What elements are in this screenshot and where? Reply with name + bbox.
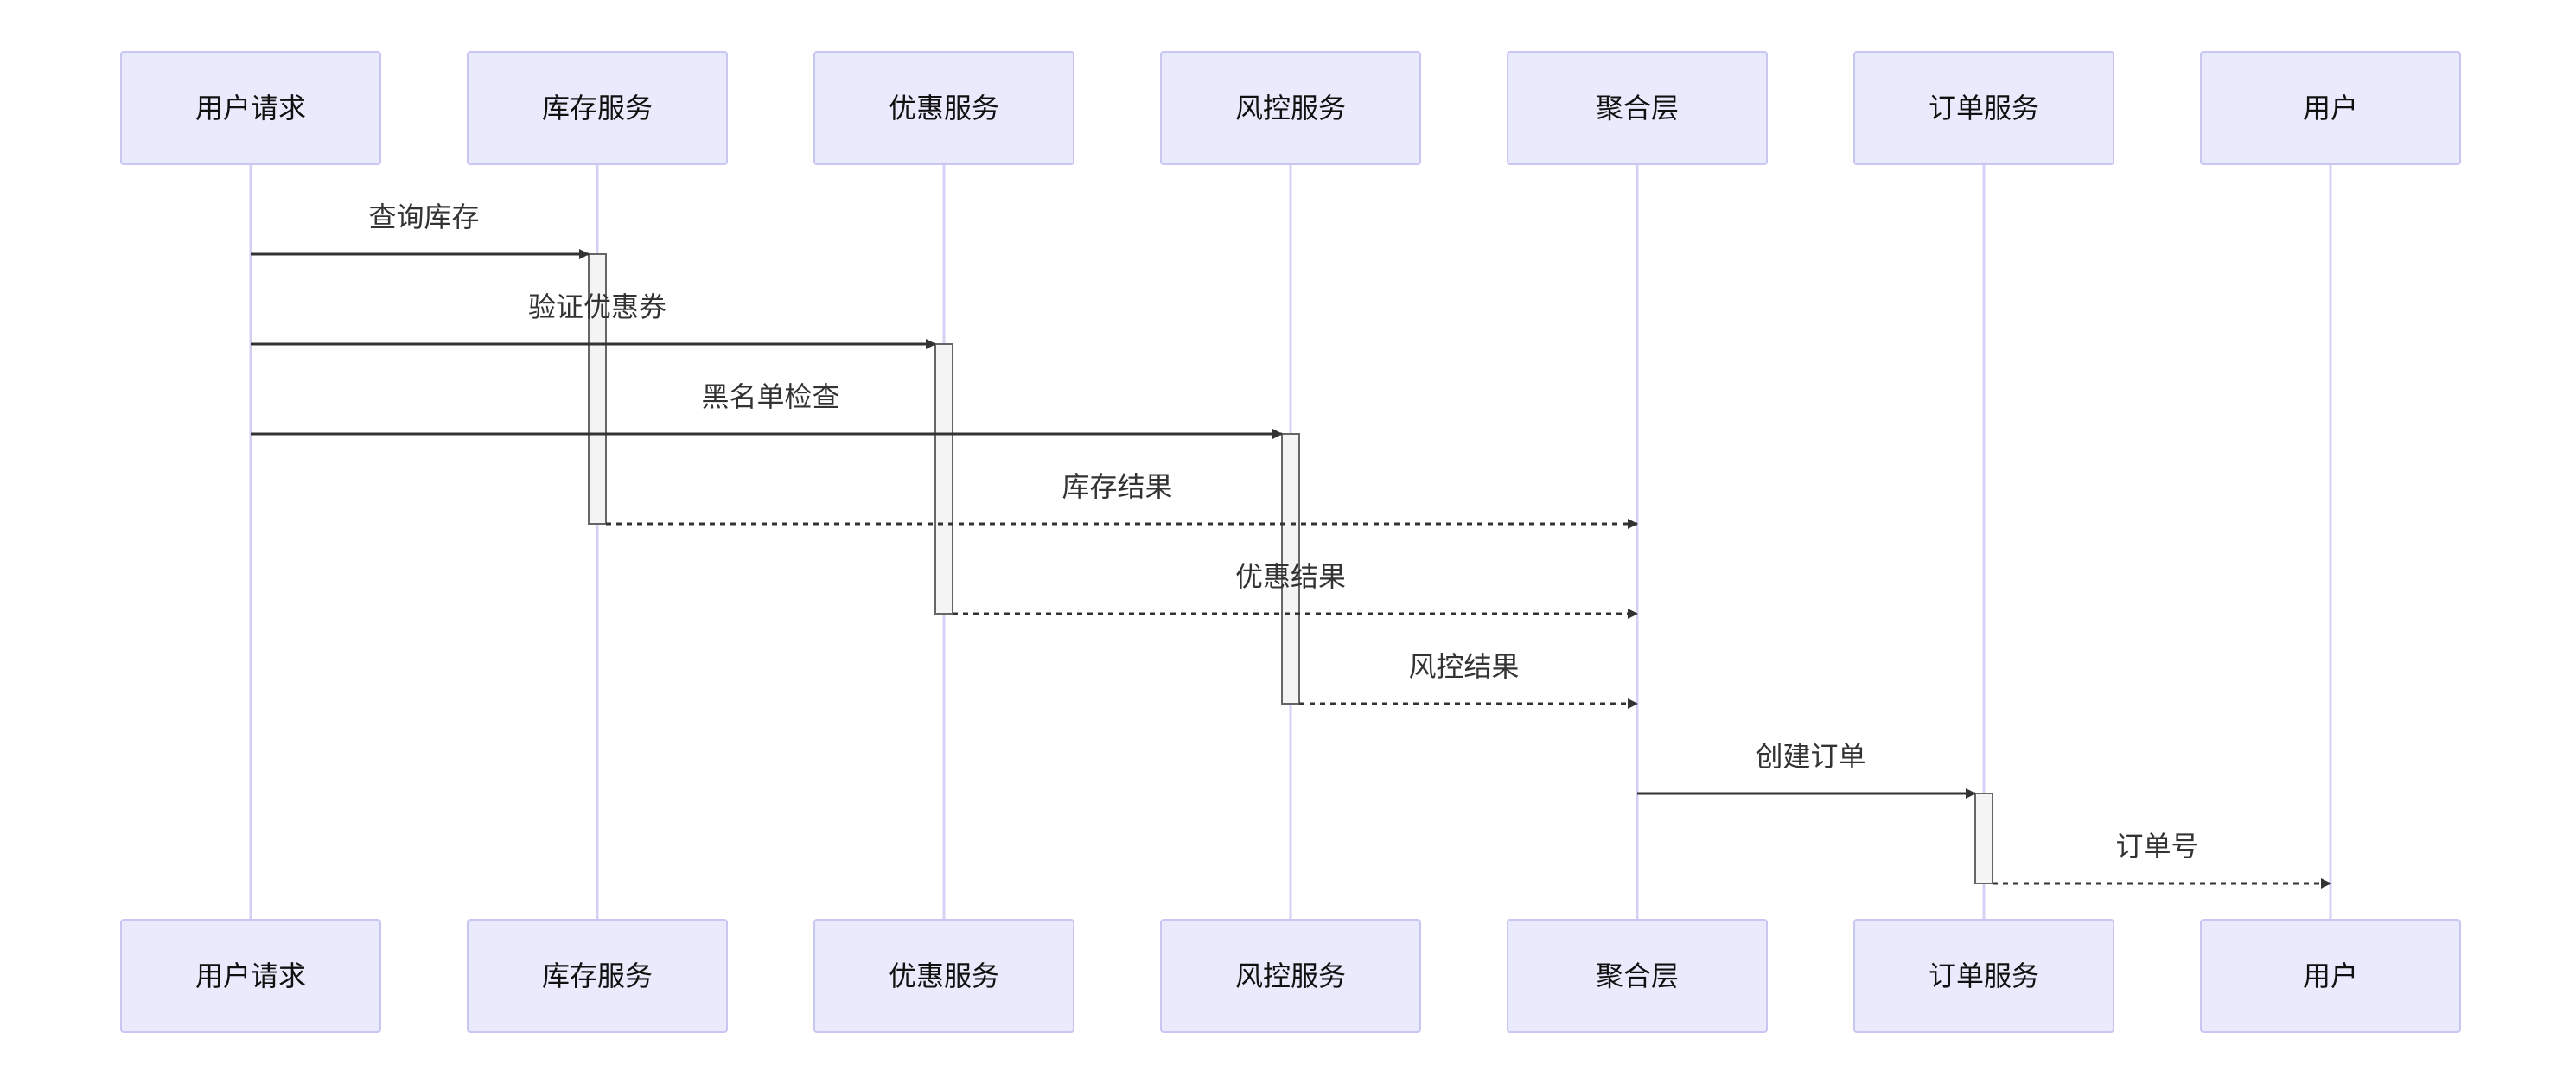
participant-label: 优惠服务	[889, 92, 999, 124]
participant-box	[1160, 919, 1421, 1033]
activation-bar-order	[1974, 793, 1993, 884]
activation-bars	[588, 253, 1993, 884]
participant-box	[120, 919, 381, 1033]
participant-box	[120, 51, 381, 165]
participant-label: 用户	[2303, 960, 2358, 992]
participant-label: 订单服务	[1929, 960, 2039, 992]
message-label: 订单号	[2115, 830, 2198, 863]
participant-coupon-top: 优惠服务	[813, 51, 1074, 165]
participant-box	[2200, 51, 2461, 165]
participant-inventory-top: 库存服务	[467, 51, 728, 165]
participant-box	[1507, 919, 1768, 1033]
message-label: 创建订单	[1755, 740, 1865, 773]
participant-box	[1507, 51, 1768, 165]
participant-box	[1853, 919, 2114, 1033]
participant-label: 用户请求	[195, 960, 306, 992]
participant-risk-top: 风控服务	[1160, 51, 1421, 165]
participant-box	[467, 51, 728, 165]
participant-box	[1160, 51, 1421, 165]
participant-label: 用户请求	[195, 92, 306, 124]
participant-label: 聚合层	[1596, 92, 1679, 124]
participant-label: 订单服务	[1929, 92, 2039, 124]
message-4: 库存结果	[606, 470, 1638, 529]
participant-box	[813, 51, 1074, 165]
message-label: 查询库存	[368, 201, 479, 233]
participant-aggregator-bottom: 聚合层	[1507, 919, 1768, 1033]
participant-label: 风控服务	[1235, 960, 1346, 992]
message-2: 验证优惠券	[251, 290, 936, 349]
participant-coupon-bottom: 优惠服务	[813, 919, 1074, 1033]
participant-user_request-bottom: 用户请求	[120, 919, 381, 1033]
message-1: 查询库存	[251, 201, 590, 259]
activation-bar-coupon	[934, 343, 953, 615]
participant-risk-bottom: 风控服务	[1160, 919, 1421, 1033]
participant-order-bottom: 订单服务	[1853, 919, 2114, 1033]
participant-user_request-top: 用户请求	[120, 51, 381, 165]
message-label: 黑名单检查	[701, 380, 839, 413]
participant-user-bottom: 用户	[2200, 919, 2461, 1033]
message-label: 优惠结果	[1235, 560, 1346, 593]
participant-box	[1853, 51, 2114, 165]
participant-box	[813, 919, 1074, 1033]
message-3: 黑名单检查	[251, 380, 1283, 439]
participant-order-top: 订单服务	[1853, 51, 2114, 165]
participant-box	[467, 919, 728, 1033]
activation-bar-inventory	[588, 253, 607, 525]
message-label: 库存结果	[1062, 470, 1172, 503]
participant-label: 库存服务	[542, 92, 653, 124]
participant-label: 风控服务	[1235, 92, 1346, 124]
message-label: 风控结果	[1408, 650, 1519, 683]
message-6: 风控结果	[1299, 650, 1638, 709]
participant-label: 用户	[2303, 92, 2358, 124]
participant-aggregator-top: 聚合层	[1507, 51, 1768, 165]
message-5: 优惠结果	[953, 560, 1638, 619]
message-label: 验证优惠券	[528, 290, 666, 323]
message-7: 创建订单	[1637, 740, 1976, 799]
participants: 用户请求库存服务优惠服务风控服务聚合层订单服务用户用户请求库存服务优惠服务风控服…	[120, 51, 2461, 1033]
message-8: 订单号	[1993, 830, 2331, 889]
participant-inventory-bottom: 库存服务	[467, 919, 728, 1033]
participant-label: 优惠服务	[889, 960, 999, 992]
participant-label: 聚合层	[1596, 960, 1679, 992]
participant-user-top: 用户	[2200, 51, 2461, 165]
participant-box	[2200, 919, 2461, 1033]
participant-label: 库存服务	[542, 960, 653, 992]
activation-bar-risk	[1281, 433, 1300, 705]
